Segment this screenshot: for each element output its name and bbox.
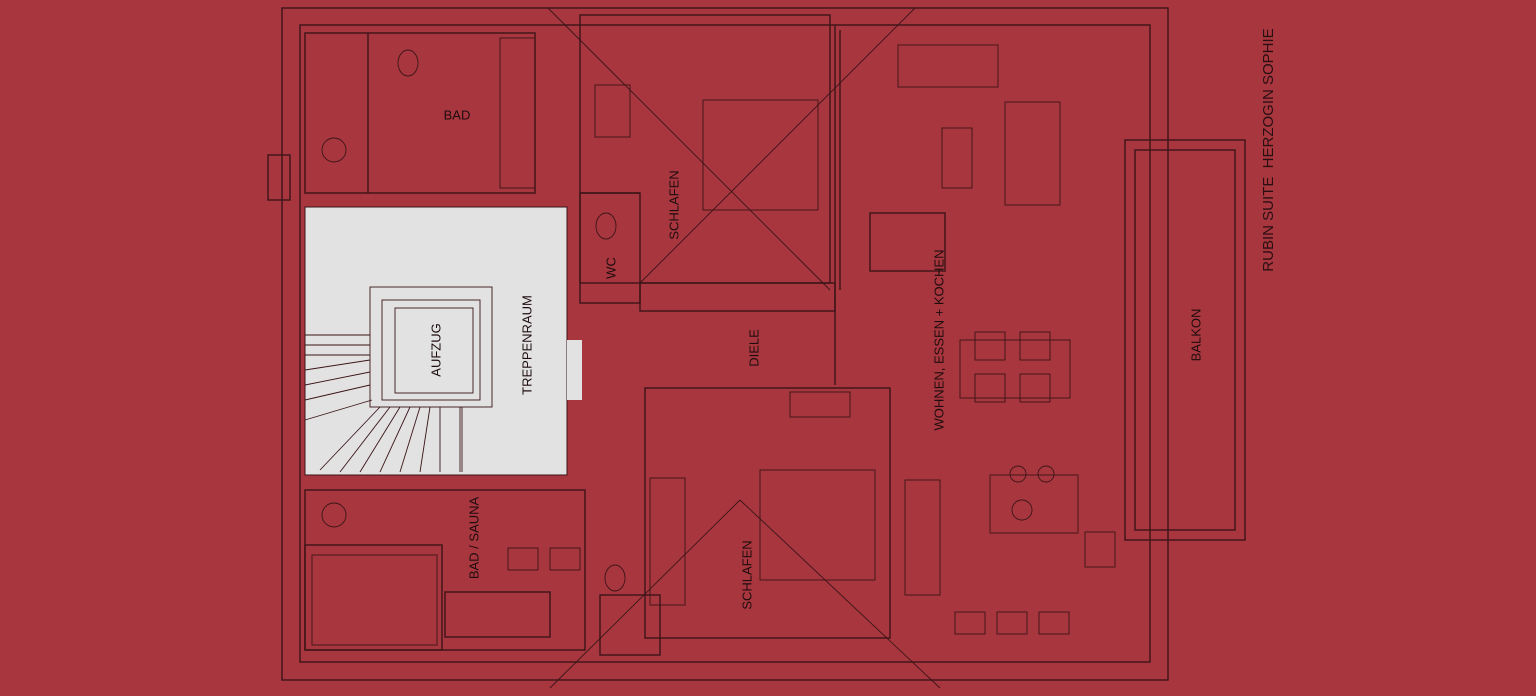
room-label-bad-sauna: BAD / SAUNA <box>466 496 481 579</box>
room-label-aufzug: AUFZUG <box>428 323 443 376</box>
suite-title: RUBIN SUITE HERZOGIN SOPHIE <box>1260 28 1277 271</box>
room-label-diele: DIELE <box>746 329 761 367</box>
furniture <box>311 7 1116 689</box>
outer-walls <box>267 7 1169 681</box>
room-label-bad: BAD <box>444 107 471 122</box>
room-label-treppenraum: TREPPENRAUM <box>519 295 534 395</box>
stairwell <box>304 206 582 476</box>
room-label-wohnen: WOHNEN, ESSEN + KOCHEN <box>931 250 946 431</box>
room-label-wc: WC <box>603 257 618 279</box>
room-label-schlafen-bottom: SCHLAFEN <box>739 540 754 609</box>
room-label-balkon: BALKON <box>1188 309 1203 362</box>
room-label-schlafen-top: SCHLAFEN <box>666 170 681 239</box>
